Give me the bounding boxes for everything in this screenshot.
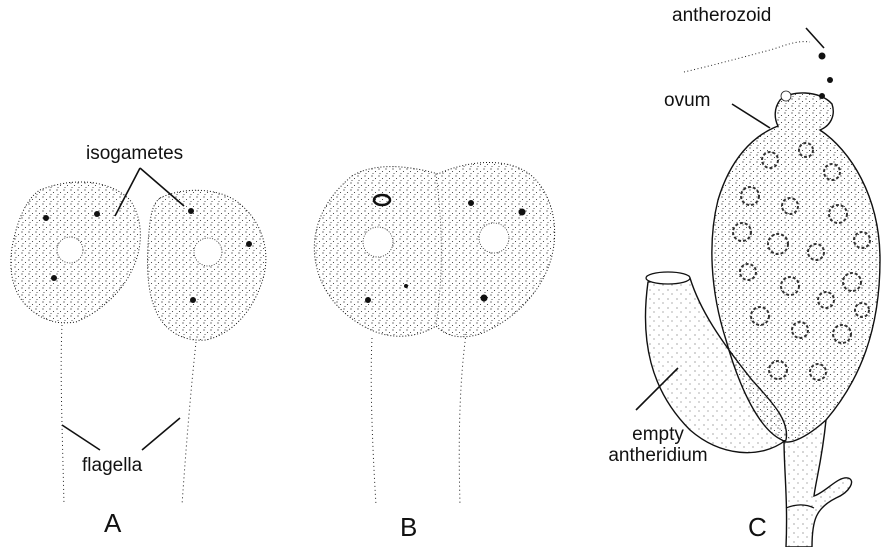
label-ovum: ovum: [664, 90, 710, 111]
label-antherozoid: antherozoid: [672, 5, 771, 26]
panel-letter-c: C: [748, 512, 767, 543]
label-flagella: flagella: [82, 455, 142, 476]
label-empty-antheridium: empty antheridium: [598, 424, 718, 466]
label-empty-antheridium-line2: antheridium: [598, 445, 718, 466]
stalk: [784, 420, 852, 547]
gamete-b-fusing: [314, 163, 554, 506]
label-empty-antheridium-line1: empty: [598, 424, 718, 445]
panel-letter-b: B: [400, 512, 417, 543]
gamete-a-right: [148, 190, 266, 505]
label-isogametes: isogametes: [86, 143, 183, 164]
panel-letter-a: A: [104, 508, 121, 539]
